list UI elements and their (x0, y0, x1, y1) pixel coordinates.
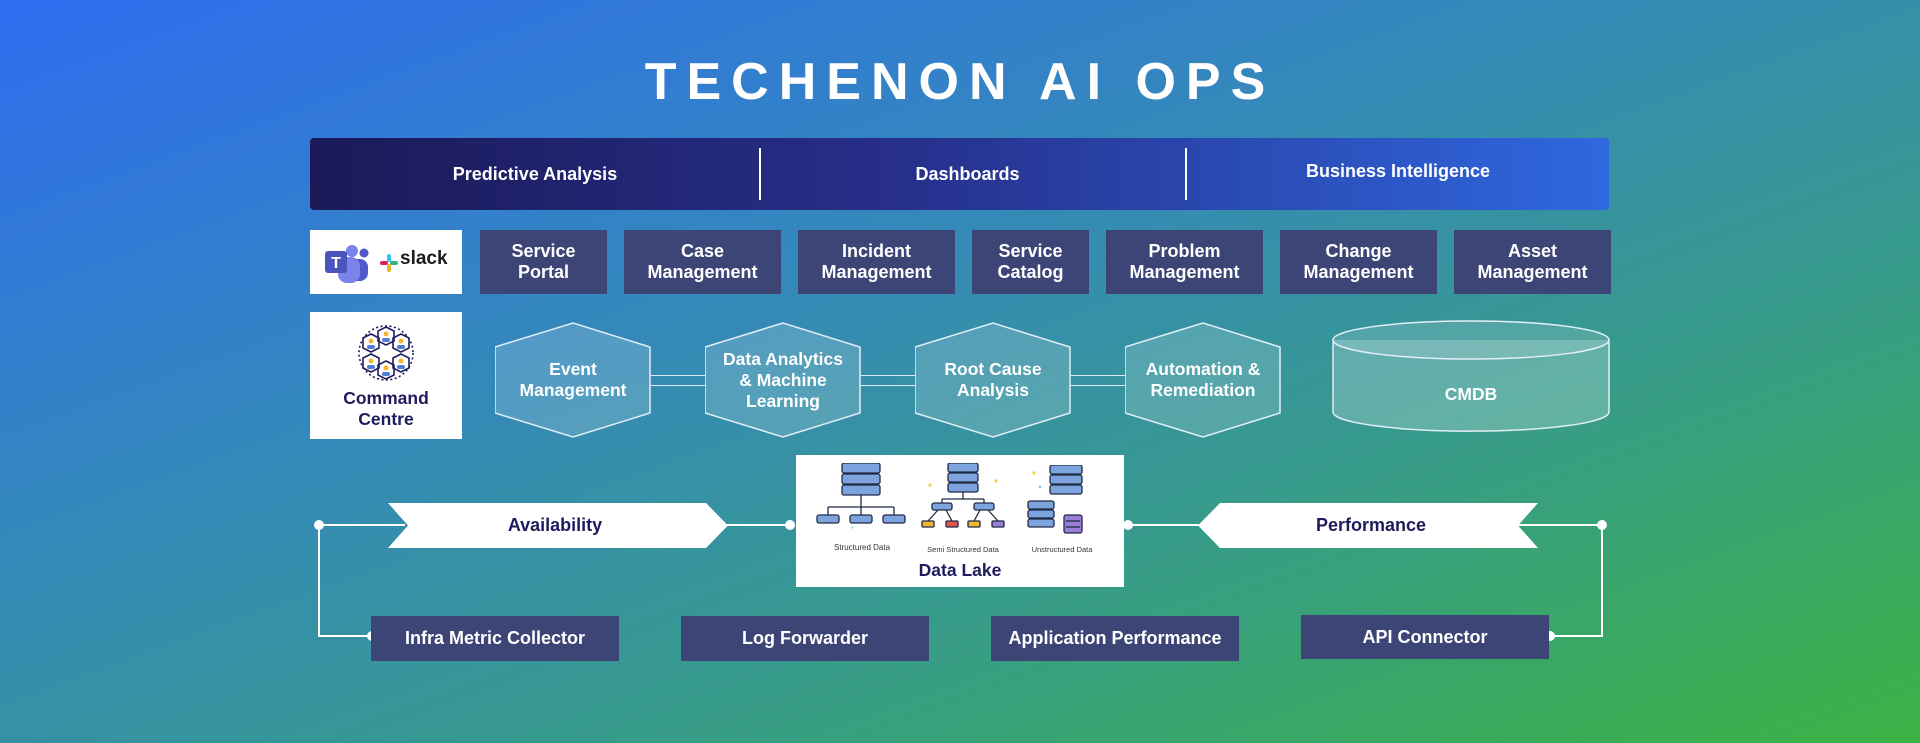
cmdb-database[interactable]: CMDB (1332, 320, 1610, 432)
pipeline-step-event-management[interactable]: Event Management (495, 322, 651, 438)
command-centre-card[interactable]: Command Centre (310, 312, 462, 439)
semi-structured-data-label: Semi Structured Data (927, 545, 999, 554)
banner-item-dashboards[interactable]: Dashboards (915, 163, 1020, 184)
collector-infra-metric[interactable]: Infra Metric Collector (371, 616, 619, 661)
page-title: TECHENON AI OPS (644, 53, 1276, 111)
module-label: Change Management (1303, 241, 1414, 282)
module-label: Service Catalog (997, 241, 1064, 282)
slack-label: slack (400, 248, 448, 269)
banner-item-business-intelligence[interactable]: Business Intelligence (1305, 161, 1491, 181)
svg-text:+: + (850, 525, 854, 531)
pipeline-connector (1070, 375, 1126, 386)
banner-divider (759, 148, 761, 200)
module-label: Asset Management (1477, 241, 1588, 282)
structured-data-label: Structured Data (833, 543, 891, 552)
performance-label: Performance (1315, 515, 1427, 535)
banner-item-predictive-analysis[interactable]: Predictive Analysis (452, 163, 618, 184)
semi-structured-data-icon (921, 463, 1005, 528)
module-asset-management[interactable]: Asset Management (1454, 230, 1611, 294)
pipeline-step-root-cause[interactable]: Root Cause Analysis (915, 322, 1071, 438)
cmdb-label: CMDB (1444, 384, 1498, 404)
module-service-catalog[interactable]: Service Catalog (972, 230, 1089, 294)
module-label: Problem Management (1129, 241, 1240, 282)
unstructured-data-label: Unstructured Data (1031, 545, 1093, 554)
insights-banner: Predictive Analysis Dashboards Business … (310, 138, 1609, 210)
pipeline-step-automation[interactable]: Automation & Remediation (1125, 322, 1281, 438)
module-service-portal[interactable]: Service Portal (480, 230, 607, 294)
structured-data-icon: + (816, 463, 906, 531)
teams-icon: T (325, 245, 369, 283)
availability-arrow[interactable]: Availability (388, 503, 728, 548)
pipeline-step-label: Root Cause Analysis (944, 359, 1042, 400)
collector-api-connector[interactable]: API Connector (1301, 615, 1549, 659)
pipeline-step-analytics-ml[interactable]: Data Analytics & Machine Learning (705, 322, 861, 438)
data-lake-title: Data Lake (918, 560, 1002, 580)
performance-arrow[interactable]: Performance (1198, 503, 1538, 548)
module-case-management[interactable]: Case Management (624, 230, 781, 294)
slack-icon (380, 254, 398, 272)
collaboration-card[interactable]: T slack (310, 230, 462, 294)
pipeline-step-label: Automation & Remediation (1145, 359, 1261, 400)
availability-label: Availability (507, 515, 603, 535)
pipeline-step-label: Event Management (519, 359, 627, 400)
collector-log-forwarder[interactable]: Log Forwarder (681, 616, 929, 661)
module-label: Service Portal (511, 241, 576, 282)
command-centre-label: Command Centre (343, 388, 429, 429)
module-change-management[interactable]: Change Management (1280, 230, 1437, 294)
database-cylinder-icon (1332, 320, 1610, 432)
arrow-shape (1198, 503, 1538, 548)
pipeline-connector (650, 375, 706, 386)
svg-text:T: T (331, 255, 341, 272)
pipeline-connector (860, 375, 916, 386)
team-network-icon (358, 325, 414, 381)
data-lake-card[interactable]: + Structured Data Semi Structured Data (796, 455, 1124, 587)
module-incident-management[interactable]: Incident Management (798, 230, 955, 294)
pipeline-step-label: Data Analytics & Machine Learning (723, 348, 843, 411)
banner-divider (1185, 148, 1187, 200)
module-label: Case Management (647, 241, 758, 282)
arrow-shape (388, 503, 728, 548)
collector-application-performance[interactable]: Application Performance (991, 616, 1239, 661)
module-problem-management[interactable]: Problem Management (1106, 230, 1263, 294)
module-label: Incident Management (821, 241, 932, 282)
unstructured-data-icon (1027, 465, 1083, 534)
